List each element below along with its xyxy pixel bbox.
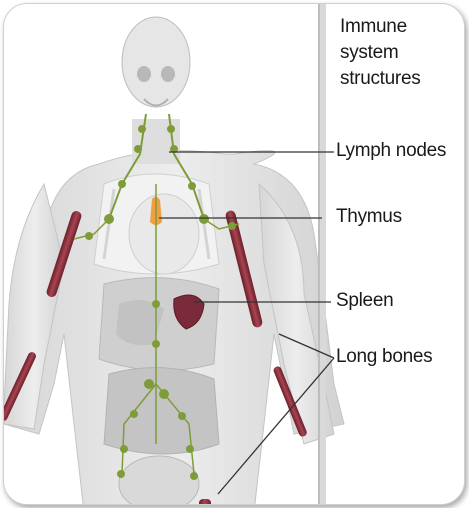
- label-thymus: Thymus: [336, 206, 402, 228]
- title-line-1: Immune: [340, 14, 420, 40]
- title-line-3: structures: [340, 66, 420, 92]
- skull: [122, 17, 190, 107]
- label-long-bones: Long bones: [336, 346, 432, 368]
- label-lymph-nodes: Lymph nodes: [336, 140, 446, 162]
- diagram-frame: Immune system structures Lymph nodes Thy…: [3, 3, 465, 505]
- diagram-title: Immune system structures: [340, 14, 420, 92]
- title-line-2: system: [340, 40, 420, 66]
- bone-femur: [199, 499, 211, 505]
- label-spleen: Spleen: [336, 290, 393, 312]
